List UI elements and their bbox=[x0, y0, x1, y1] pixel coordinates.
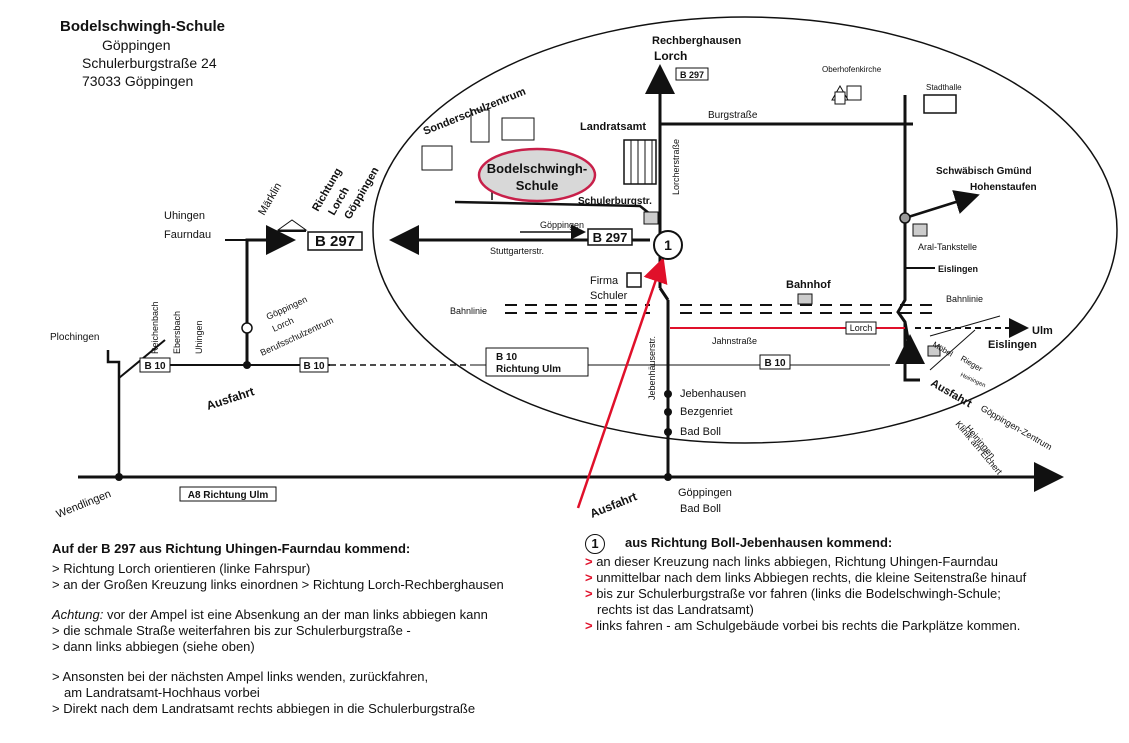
map-label: Bahnlinie bbox=[450, 306, 487, 316]
map-label: Lorch bbox=[850, 323, 873, 333]
map-label: Schuler bbox=[590, 290, 628, 302]
map-label: Berufsschulzentrum bbox=[259, 315, 335, 358]
address-zip: 73033 Göppingen bbox=[82, 73, 194, 89]
map-label: Hohenstaufen bbox=[970, 182, 1037, 193]
directions-b297-heading: Auf der B 297 aus Richtung Uhingen-Faurn… bbox=[52, 541, 411, 556]
direction-item: > links fahren - am Schulgebäude vorbei … bbox=[585, 618, 1021, 633]
map-label: B 10 bbox=[144, 361, 166, 372]
map-label: Bezgenriet bbox=[680, 406, 733, 418]
map-label: Ulm bbox=[1032, 325, 1053, 337]
directions-b297: Auf der B 297 aus Richtung Uhingen-Faurn… bbox=[52, 541, 582, 717]
map-label: Bahnhof bbox=[786, 279, 831, 291]
map-label: Eislingen bbox=[938, 264, 978, 274]
map-label: Richtung Ulm bbox=[496, 364, 561, 375]
map-label: B 10 bbox=[764, 358, 786, 369]
map-label: Reichenbach bbox=[150, 301, 160, 354]
map-label: Stuttgarterstr. bbox=[490, 246, 544, 256]
direction-item: > bis zur Schulerburgstraße vor fahren (… bbox=[585, 586, 1001, 601]
landratsamt-building bbox=[623, 139, 657, 185]
map-label: Schwäbisch Gmünd bbox=[936, 166, 1032, 177]
map-label: B 297 bbox=[680, 70, 704, 80]
route-arrow bbox=[576, 257, 668, 509]
map-label: Bodelschwingh- bbox=[487, 161, 587, 176]
map-label: Bad Boll bbox=[680, 426, 721, 438]
map-label: Lorcherstraße bbox=[671, 139, 681, 195]
achtung-text: vor der Ampel ist eine Absenkung an der … bbox=[103, 607, 488, 622]
map-label: Faurndau bbox=[164, 229, 211, 241]
map-label: Schulerburgstr. bbox=[578, 196, 652, 207]
map-label: Bad Boll bbox=[680, 503, 721, 515]
direction-line: > Ansonsten bei der nächsten Ampel links… bbox=[52, 669, 429, 684]
map-label: Wendlingen bbox=[55, 488, 113, 521]
city-ellipse bbox=[372, 16, 1118, 444]
map-label: Rieger bbox=[959, 354, 984, 374]
map-label: Lorch bbox=[654, 49, 687, 63]
map-label: B 10 bbox=[303, 361, 325, 372]
map-label: Heiningen bbox=[959, 372, 986, 389]
address-block: Bodelschwingh-Schule Göppingen Schulerbu… bbox=[60, 18, 225, 90]
map-label: A8 Richtung Ulm bbox=[188, 490, 269, 501]
map-label: Eislingen bbox=[988, 339, 1037, 351]
map-label: Ausfahrt bbox=[588, 489, 639, 520]
direction-line: > Richtung Lorch orientieren (linke Fahr… bbox=[52, 561, 311, 576]
map-label: Ebersbach bbox=[172, 311, 182, 354]
map-label: Schule bbox=[516, 178, 559, 193]
route-map: Bodelschwingh- Schule 1 B 297 B 297 B 29… bbox=[50, 16, 1118, 521]
map-label: Stadthalle bbox=[926, 83, 962, 92]
map-label: Jahnstraße bbox=[712, 336, 757, 346]
map-label: Landratsamt bbox=[580, 121, 646, 133]
address-street: Schulerburgstraße 24 bbox=[82, 55, 217, 71]
direction-item: > an dieser Kreuzung nach links abbiegen… bbox=[585, 554, 999, 569]
map-label: Jebenhäuserstr. bbox=[647, 336, 657, 400]
map-label: B 297 bbox=[315, 233, 355, 250]
direction-line: > an der Großen Kreuzung links einordnen… bbox=[52, 577, 504, 592]
map-label: Göppingen bbox=[540, 220, 584, 230]
map-label: Oberhofenkirche bbox=[822, 65, 882, 74]
achtung-line: Achtung: vor der Ampel ist eine Absenkun… bbox=[52, 607, 582, 623]
direction-item: > unmittelbar nach dem links Abbiegen re… bbox=[585, 570, 1027, 585]
map-label: B 10 bbox=[496, 352, 518, 363]
direction-line: > Direkt nach dem Landratsamt rechts abb… bbox=[52, 701, 476, 716]
map-label: Uhingen bbox=[164, 210, 205, 222]
map-label: Firma bbox=[590, 275, 619, 287]
map-label: 1 bbox=[664, 237, 672, 253]
map-label: Ausfahrt bbox=[205, 384, 256, 413]
map-label: Rechberghausen bbox=[652, 35, 742, 47]
marker-one-icon: 1 bbox=[585, 534, 605, 554]
direction-line: am Landratsamt-Hochhaus vorbei bbox=[64, 685, 260, 700]
directions-boll-heading: aus Richtung Boll-Jebenhausen kommend: bbox=[625, 535, 893, 551]
map-label: Plochingen bbox=[50, 332, 99, 343]
address-city: Göppingen bbox=[102, 37, 171, 53]
map-label: Klinik am Eichert bbox=[953, 419, 1004, 477]
map-label: B 297 bbox=[593, 230, 628, 245]
map-label: Burgstraße bbox=[708, 110, 758, 121]
school-marker bbox=[477, 147, 597, 203]
map-label: Märklin bbox=[256, 181, 284, 218]
map-label: Göppingen bbox=[678, 487, 732, 499]
achtung-label: Achtung: bbox=[52, 607, 104, 622]
map-label: Bahnlinie bbox=[946, 294, 983, 304]
direction-line: > dann links abbiegen (siehe oben) bbox=[52, 639, 255, 654]
map-label: Ausfahrt bbox=[929, 377, 974, 410]
direction-line: > die schmale Straße weiterfahren bis zu… bbox=[52, 623, 411, 638]
map-label: Aral-Tankstelle bbox=[918, 242, 977, 252]
direction-item: rechts ist das Landratsamt) bbox=[597, 602, 754, 617]
map-label: Uhingen bbox=[194, 320, 204, 354]
school-name: Bodelschwingh-Schule bbox=[60, 18, 226, 35]
map-label: Jebenhausen bbox=[680, 388, 746, 400]
